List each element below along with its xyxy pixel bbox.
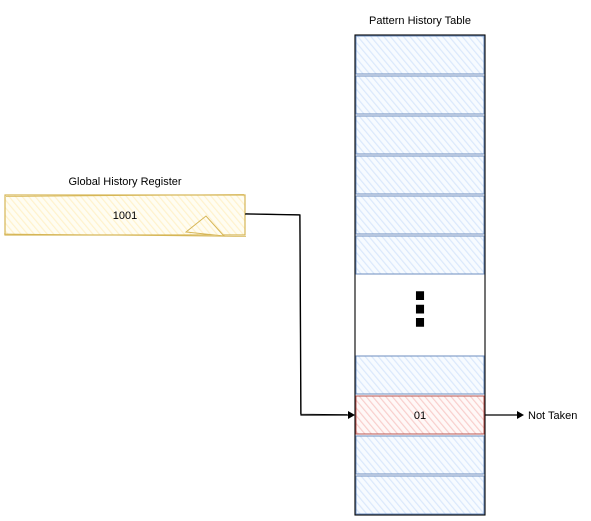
pht-entry-selected (355, 395, 485, 435)
pht-outline (354, 34, 486, 516)
pht-entry (355, 155, 485, 195)
pht-entry (355, 435, 485, 475)
prediction-arrow (485, 411, 524, 419)
pht-entry (355, 195, 485, 235)
pht-entry (355, 475, 485, 515)
pht-entry (355, 115, 485, 155)
pht-entry (355, 75, 485, 115)
connector-arrowhead (348, 411, 355, 419)
index-connector (244, 213, 355, 419)
pht-entry (355, 235, 485, 275)
output-arrowhead (517, 411, 524, 419)
pht-entry (355, 35, 485, 75)
ghr-title: Global History Register (68, 176, 181, 188)
pht-ellipsis: ⋮ (397, 282, 443, 336)
prediction-label: Not Taken (528, 410, 577, 422)
global-history-register: 1001 (3, 194, 247, 237)
ghr-corner-mark (184, 215, 226, 237)
pattern-history-table: ⋮ 01 (354, 34, 486, 516)
ghr-value: 1001 (113, 210, 137, 222)
pht-entry (355, 355, 485, 395)
pht-selected-value: 01 (414, 410, 426, 422)
pht-title: Pattern History Table (369, 15, 471, 27)
